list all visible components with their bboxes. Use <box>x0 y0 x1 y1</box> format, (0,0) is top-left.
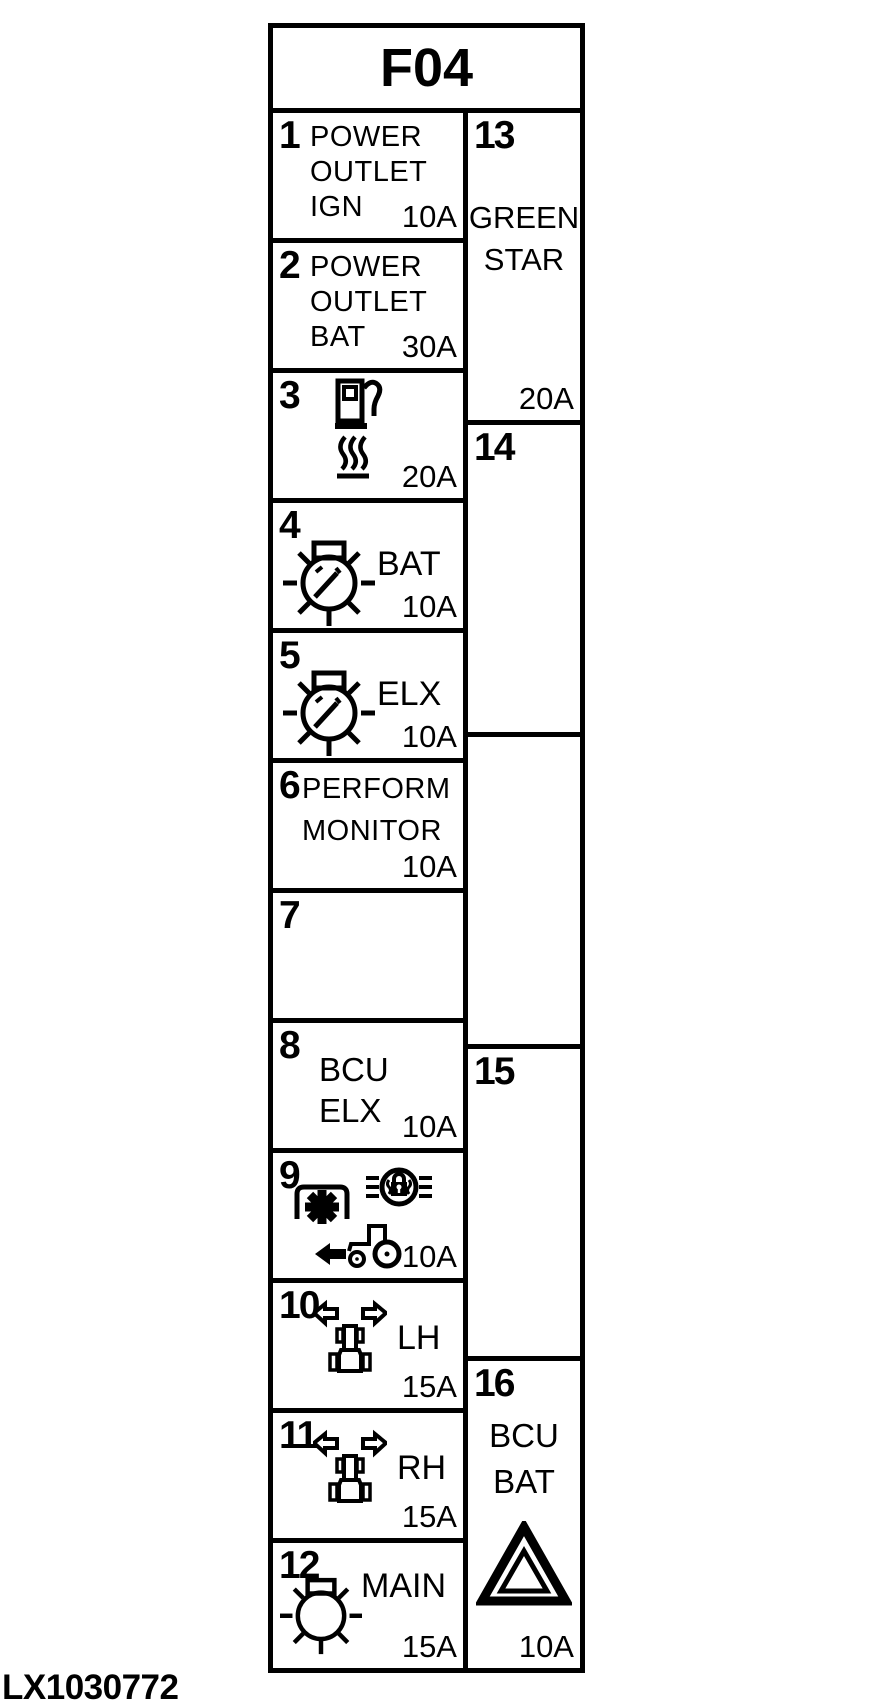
fuse-label-line: OUTLET <box>310 156 428 188</box>
fuse-box-15: 15 <box>468 1049 580 1356</box>
fuse-label-line: MAIN <box>361 1567 446 1605</box>
amp-rating: 10A <box>401 1239 457 1274</box>
fuse-number: 10 <box>279 1284 320 1327</box>
fuse-label-line: POWER <box>310 121 423 153</box>
panel-title: F04 <box>273 28 580 108</box>
fuse-number: 5 <box>279 634 301 677</box>
fuse-number: 1 <box>279 114 301 157</box>
amp-rating: 20A <box>401 459 457 494</box>
fuse-label: LH <box>397 1319 440 1358</box>
amp-rating: 10A <box>401 199 457 234</box>
fuel-pump-icon <box>335 378 383 430</box>
fuse-number: 16 <box>474 1362 515 1405</box>
fuse-label-line: IGN <box>310 191 364 223</box>
fuse-label-line: PERFORM <box>302 773 451 805</box>
fuse-box-14: 14 <box>468 425 580 732</box>
fuse-label-line: RH <box>397 1449 447 1487</box>
fuse-label-line: BAT <box>493 1463 555 1500</box>
footer-code: LX1030772 <box>2 1668 179 1707</box>
fuse-label-line: OUTLET <box>310 286 428 318</box>
main-light-icon <box>278 1573 364 1655</box>
fuse-number: 15 <box>474 1050 515 1093</box>
fuse-label-line: GREEN <box>468 200 580 235</box>
amp-rating: 10A <box>401 1109 457 1144</box>
fuse-label-line: ELX <box>319 1092 382 1129</box>
fuse-label: PERFORM MONITOR <box>302 768 451 852</box>
fuse-label-line: BCU <box>319 1051 389 1088</box>
tractor-arrow-icon <box>315 1217 405 1269</box>
fuse-label-line: BAT <box>377 545 441 583</box>
turn-signal-tractor-icon <box>313 1299 387 1379</box>
fuse-label: BAT <box>377 545 441 584</box>
amp-rating: 15A <box>401 1499 457 1534</box>
fuse-number: 4 <box>279 504 301 547</box>
fuse-label-line: LH <box>397 1319 441 1357</box>
amp-rating: 10A <box>401 589 457 624</box>
fuse-number: 6 <box>279 764 301 807</box>
fuse-label-line: POWER <box>310 251 423 283</box>
fuse-number: 9 <box>279 1154 301 1197</box>
work-light-icon <box>281 535 377 627</box>
amp-rating: 20A <box>518 381 574 416</box>
hazard-triangle-icon <box>476 1521 572 1607</box>
amp-rating: 30A <box>401 329 457 364</box>
fuse-label-line: MONITOR <box>302 815 442 847</box>
fuse-label-line: STAR <box>483 242 565 277</box>
amp-rating: 15A <box>401 1369 457 1404</box>
fuse-number: 3 <box>279 374 301 417</box>
work-light-icon <box>281 665 377 757</box>
turn-signal-tractor-icon <box>313 1429 387 1509</box>
fuse-box-9: 9 10A <box>273 1153 463 1278</box>
diff-lock-icon <box>366 1161 432 1215</box>
fuse-label: RH <box>397 1449 446 1488</box>
fuse-box-3: 3 20A <box>273 373 463 498</box>
fuse-number: 14 <box>474 426 515 469</box>
fuse-number: 11 <box>279 1414 318 1457</box>
fuse-number: 13 <box>474 114 515 157</box>
fuse-label: ELX <box>377 675 441 714</box>
amp-rating: 10A <box>401 849 457 884</box>
fuse-label-line: BAT <box>310 321 366 353</box>
fuel-heater-icon <box>336 433 376 479</box>
fuse-box-spacer <box>468 737 580 1044</box>
amp-rating: 10A <box>401 719 457 754</box>
amp-rating: 15A <box>401 1629 457 1664</box>
fuse-label: MAIN <box>361 1567 446 1606</box>
fuse-box-7: 7 <box>273 893 463 1018</box>
fuse-label: BCU ELX <box>319 1049 389 1131</box>
fuse-label: GREEN STAR <box>468 197 580 281</box>
pto-icon <box>293 1179 351 1225</box>
fuse-number: 2 <box>279 244 301 287</box>
fuse-number: 8 <box>279 1024 301 1067</box>
fuse-number: 7 <box>279 894 301 937</box>
amp-rating: 10A <box>518 1629 574 1664</box>
fuse-label-line: ELX <box>377 675 442 713</box>
fuse-label-line: BCU <box>489 1417 559 1454</box>
fuse-label: BCU BAT <box>468 1413 580 1505</box>
